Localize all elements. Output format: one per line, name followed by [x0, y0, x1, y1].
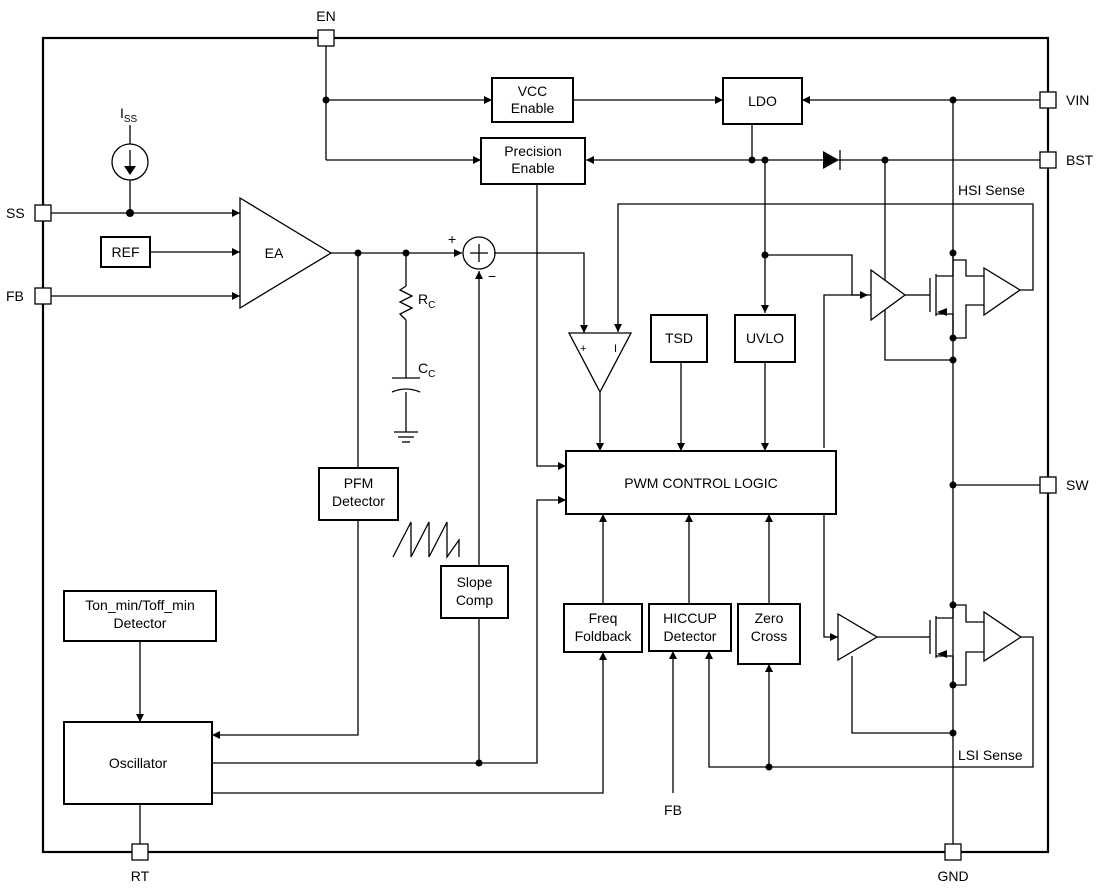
vcc-enable-line1: VCC — [518, 83, 548, 99]
ref-label: REF — [112, 244, 140, 260]
diode-icon — [823, 150, 841, 170]
ls-current-sense-amp — [983, 610, 1023, 663]
pwm-control-logic-block — [565, 450, 837, 515]
ton-toff-detector-block — [63, 590, 217, 642]
pin-fb — [34, 287, 52, 305]
pfm-detector-line1: PFM — [344, 475, 374, 491]
precision-enable-line2: Enable — [511, 160, 555, 176]
pin-gnd — [944, 843, 962, 861]
comp-plus: + — [580, 343, 586, 355]
precision-enable-line1: Precision — [504, 143, 562, 159]
ldo-block — [722, 77, 803, 125]
pin-rt-label: RT — [131, 868, 150, 884]
sum-minus: − — [488, 268, 496, 284]
slope-comp-block — [440, 565, 509, 619]
ton-toff-line2: Detector — [114, 615, 167, 631]
pfm-detector-block — [318, 467, 399, 521]
pin-vin-label: VIN — [1066, 92, 1089, 108]
pin-fb-label: FB — [6, 288, 24, 304]
pin-en — [317, 29, 335, 47]
pin-vin — [1039, 91, 1057, 109]
hs-gate-driver — [870, 268, 907, 322]
sawtooth-waveform-icon — [392, 521, 460, 560]
pin-gnd-label: GND — [937, 868, 968, 884]
tsd-block — [650, 314, 708, 363]
hs-current-sense-amp — [983, 266, 1022, 317]
pin-bst-label: BST — [1066, 152, 1094, 168]
vcc-enable-line2: Enable — [511, 100, 555, 116]
capacitor-icon — [391, 377, 421, 393]
wires — [51, 46, 1040, 844]
precision-enable-block — [480, 137, 586, 185]
summing-junction-icon — [462, 236, 496, 270]
oscillator-block — [63, 721, 213, 805]
zero-cross-line1: Zero — [755, 610, 784, 626]
ldo-label: LDO — [748, 93, 777, 109]
lsi-sense-label: LSI Sense — [958, 747, 1023, 763]
pin-rt — [131, 843, 149, 861]
ref-block — [100, 236, 151, 268]
pfm-detector-line2: Detector — [332, 493, 385, 509]
hiccup-line1: HICCUP — [663, 610, 717, 626]
nmos-transistor-icon — [920, 604, 984, 686]
resistor-icon — [398, 285, 414, 321]
ls-gate-driver — [837, 612, 879, 662]
ea-label: EA — [265, 245, 284, 261]
pin-sw-label: SW — [1066, 477, 1089, 493]
cc-label: CC — [418, 360, 435, 380]
rc-label: RC — [418, 291, 435, 311]
hiccup-line2: Detector — [664, 628, 717, 644]
blocks: VCC Enable LDO Precision Enable REF EA T… — [63, 77, 837, 805]
freq-foldback-line1: Freq — [589, 610, 618, 626]
slope-comp-line2: Comp — [456, 592, 494, 608]
uvlo-block — [734, 314, 796, 363]
ton-toff-line1: Ton_min/Toff_min — [85, 597, 194, 613]
junction-dots — [126, 96, 957, 771]
pin-en-label: EN — [316, 8, 335, 24]
pin-sw — [1039, 476, 1057, 494]
zero-cross-line2: Cross — [751, 628, 788, 644]
vcc-enable-block — [491, 77, 574, 123]
zero-cross-block — [737, 603, 801, 665]
pwm-comparator — [567, 332, 633, 394]
chip-boundary — [41, 36, 1050, 854]
tsd-label: TSD — [665, 330, 693, 346]
comp-minus: I — [614, 343, 617, 355]
pin-ss-label: SS — [6, 205, 25, 221]
iss-label: ISS — [120, 105, 138, 125]
uvlo-label: UVLO — [746, 330, 784, 346]
current-source-icon — [111, 143, 149, 181]
pin-ss — [34, 204, 52, 222]
freq-foldback-block — [563, 603, 643, 653]
nmos-transistor-icon — [920, 253, 984, 339]
freq-foldback-line2: Foldback — [575, 628, 633, 644]
pins: EN VIN BST SW SS FB RT GND — [6, 8, 1094, 884]
ground-icon — [394, 431, 418, 443]
sum-plus: + — [448, 231, 456, 247]
pwm-control-logic-label: PWM CONTROL LOGIC — [624, 475, 778, 491]
pin-bst — [1039, 151, 1057, 169]
oscillator-label: Oscillator — [109, 755, 168, 771]
hsi-sense-label: HSI Sense — [958, 182, 1025, 198]
fb-bottom-label: FB — [664, 802, 682, 818]
hiccup-detector-block — [648, 603, 732, 652]
error-amplifier — [239, 196, 333, 310]
slope-comp-line1: Slope — [457, 574, 493, 590]
